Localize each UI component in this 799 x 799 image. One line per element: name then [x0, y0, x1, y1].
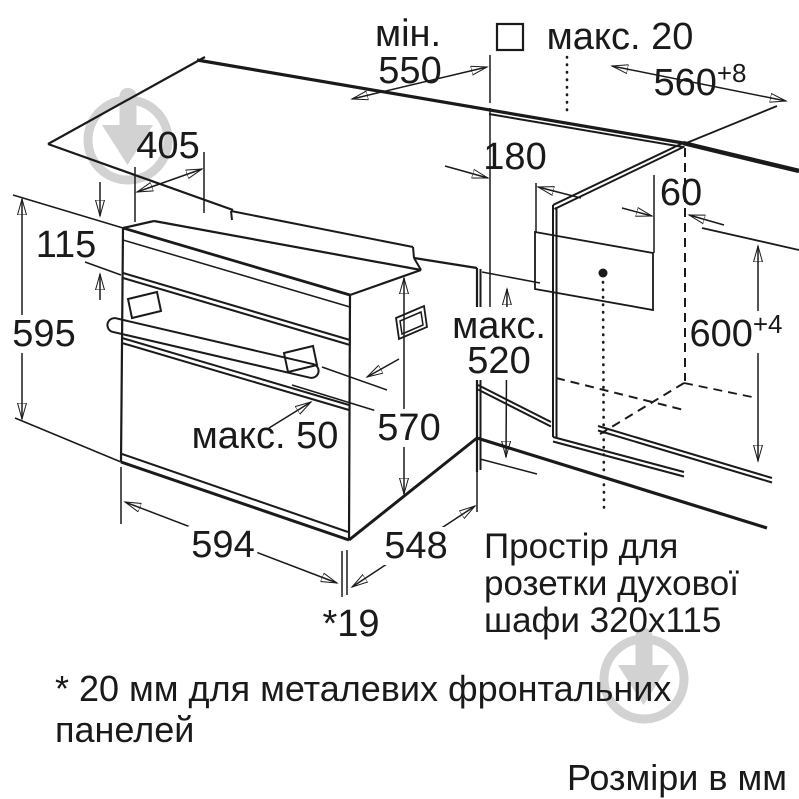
- dim-570: 570: [374, 409, 444, 447]
- dim-front-panel-19: *19: [322, 603, 380, 645]
- square-icon: [495, 22, 525, 52]
- dim-115: 115: [35, 224, 97, 266]
- dim-min-550-value: 550: [378, 50, 442, 92]
- dim-405: 405: [136, 125, 200, 167]
- dim-180: 180: [483, 136, 547, 178]
- footnote: * 20 мм для металевих фронтальних панеле…: [55, 668, 672, 750]
- units-note: Розміри в мм: [566, 757, 788, 798]
- dim-max-20: макс. 20: [546, 16, 694, 58]
- dim-niche-height: 600+4: [686, 311, 786, 353]
- dim-min-550-prefix: мін.: [374, 13, 442, 55]
- door-handle: [106, 317, 320, 379]
- dim-595: 595: [9, 315, 79, 353]
- worktop-drawing: [47, 55, 799, 251]
- cabinet-niche-drawing: [476, 148, 773, 530]
- dim-niche-width: 560+8: [653, 58, 747, 104]
- socket-space-note: Простір для розетки духової шафи 320x115: [484, 527, 739, 640]
- side-vent-slot: [395, 304, 428, 341]
- dim-max-520-value: 520: [464, 342, 534, 380]
- socket-area-hatch: [534, 230, 654, 312]
- oven-drawing: [106, 210, 482, 542]
- dim-max-520-word: макс.: [449, 307, 549, 345]
- socket-position-dot: [598, 268, 608, 278]
- watermark-icon: [599, 628, 689, 724]
- handle-bracket: [282, 344, 319, 374]
- dim-max-50: макс. 50: [191, 415, 339, 457]
- dim-548: 548: [381, 527, 451, 565]
- dim-594: 594: [188, 526, 258, 564]
- handle-bracket: [126, 290, 163, 320]
- dim-60: 60: [659, 172, 703, 214]
